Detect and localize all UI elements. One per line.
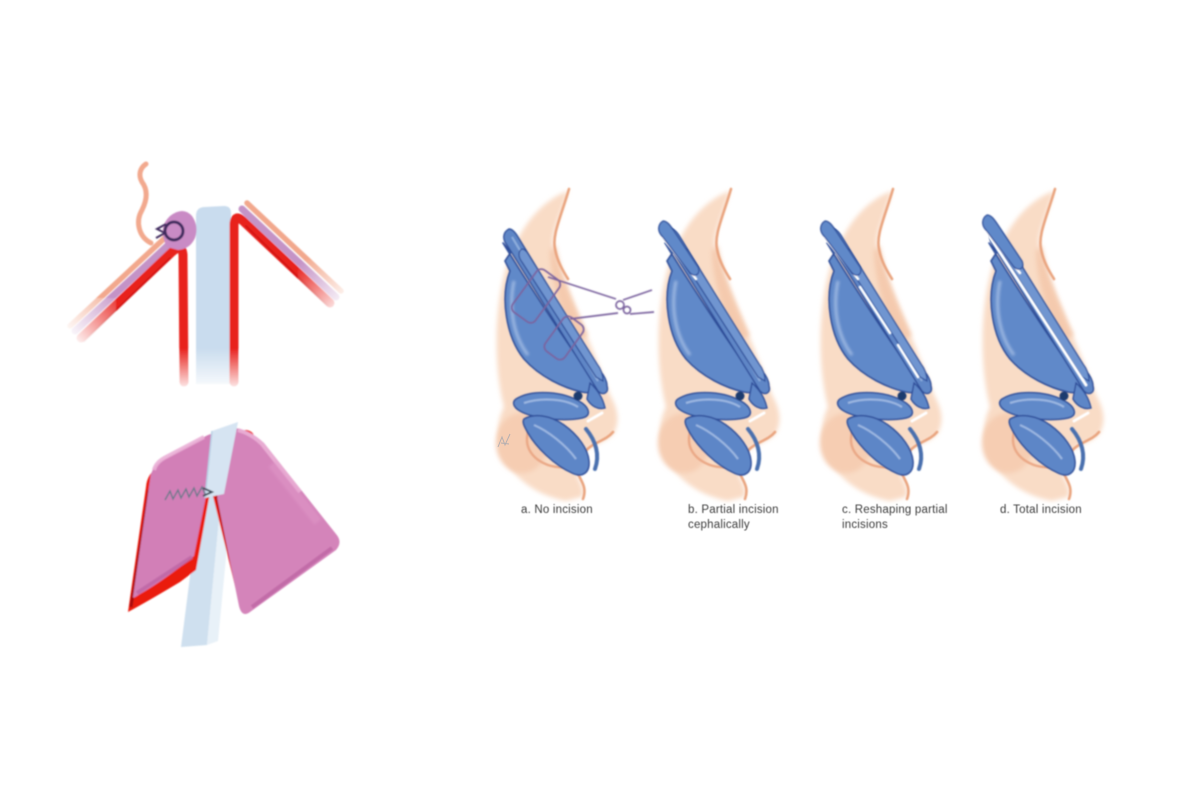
label-a-line1: a. No incision xyxy=(521,504,593,516)
septum-suture-cross-section xyxy=(58,161,354,393)
label-b-line2: cephalically xyxy=(688,519,750,531)
label-reshaping-partial-incisions: c. Reshaping partial incisions xyxy=(842,503,948,533)
label-no-incision: a. No incision xyxy=(521,503,593,518)
apex-cartilage xyxy=(162,211,197,250)
label-c-line2: incisions xyxy=(842,519,888,531)
septum-slab-front xyxy=(181,488,222,647)
nose-illustration-c xyxy=(820,189,941,501)
skin-flap-curl xyxy=(136,161,154,246)
suture-ring xyxy=(163,220,185,242)
label-c-line1: c. Reshaping partial xyxy=(842,504,948,516)
partial-incision-gaps xyxy=(858,285,920,379)
septum-slab-top xyxy=(205,422,238,498)
right-pink-flap xyxy=(217,428,340,614)
septum-column xyxy=(196,206,231,384)
suture-coil xyxy=(164,485,215,501)
suture-knot xyxy=(154,223,168,239)
nose-illustration-a xyxy=(496,189,654,501)
label-total-incision: d. Total incision xyxy=(1000,503,1082,518)
left-pink-flap xyxy=(133,433,218,598)
total-incision-gap xyxy=(988,235,1088,387)
nose-illustration-d xyxy=(982,189,1103,501)
nose-illustration-b xyxy=(658,189,779,501)
label-b-line1: b. Partial incision xyxy=(688,504,779,516)
artist-signature xyxy=(497,433,511,448)
flap-fold-3d-model xyxy=(128,422,340,647)
label-partial-incision-cephalically: b. Partial incision cephalically xyxy=(688,503,779,533)
label-d-line1: d. Total incision xyxy=(1000,504,1082,516)
